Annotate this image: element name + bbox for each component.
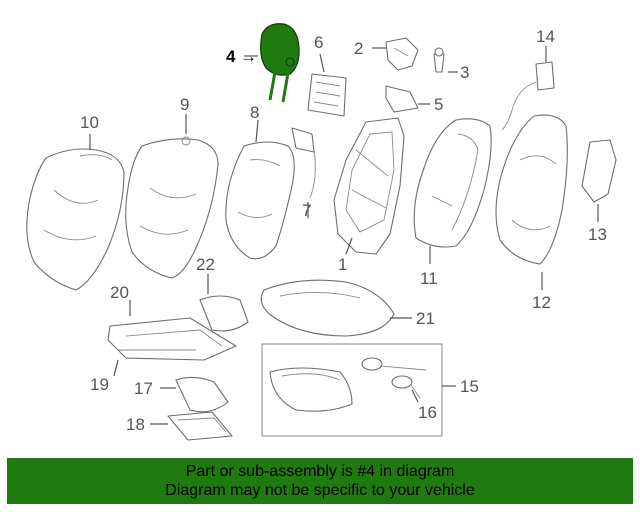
callout-9: 9 xyxy=(180,95,189,114)
callout-19: 19 xyxy=(90,375,109,394)
callout-17: 17 xyxy=(134,379,153,398)
callout-12: 12 xyxy=(532,293,551,312)
part-16-sensor[interactable] xyxy=(361,357,427,399)
callout-16: 16 xyxy=(418,403,437,422)
callout-5: 5 xyxy=(434,95,443,114)
part-22-bolster-pad[interactable] xyxy=(199,295,249,332)
leader-lines xyxy=(89,46,599,425)
part-2-mechanism[interactable] xyxy=(385,37,419,71)
callout-11: 11 xyxy=(420,269,438,288)
banner-line-2: Diagram may not be specific to your vehi… xyxy=(165,482,475,499)
callout-4-arrow: → xyxy=(240,47,257,66)
callout-8: 8 xyxy=(250,103,259,122)
callout-3: 3 xyxy=(460,63,469,82)
part-6-trim-panel[interactable] xyxy=(307,73,347,117)
callout-14: 14 xyxy=(536,27,555,46)
callout-6: 6 xyxy=(314,33,323,52)
part-1-seat-back-frame[interactable] xyxy=(333,117,405,255)
part-9-seat-back-pad[interactable] xyxy=(125,136,219,279)
callout-18: 18 xyxy=(126,415,145,434)
callout-20: 20 xyxy=(110,283,129,302)
part-14-cable[interactable] xyxy=(501,61,555,131)
callout-4: 4 xyxy=(226,47,236,66)
callout-7: 7 xyxy=(302,201,311,220)
part-4-headrest[interactable] xyxy=(260,23,300,103)
callout-10: 10 xyxy=(80,113,99,132)
part-8-seat-back-panel[interactable] xyxy=(225,141,295,260)
info-banner: Part or sub-assembly is #4 in diagram Di… xyxy=(7,458,633,504)
banner-line-1: Part or sub-assembly is #4 in diagram xyxy=(185,463,455,480)
part-12-back-cover[interactable] xyxy=(495,114,568,265)
callout-22: 22 xyxy=(196,255,215,274)
callout-1: 1 xyxy=(338,255,347,274)
part-15-cushion-assembly[interactable] xyxy=(261,343,443,437)
part-10-seat-back-cover[interactable] xyxy=(26,148,125,291)
part-5-bracket[interactable] xyxy=(385,85,419,113)
part-17-side-pad[interactable] xyxy=(175,376,229,413)
callout-15: 15 xyxy=(460,377,479,396)
part-13-side-panel[interactable] xyxy=(581,139,617,203)
callout-2: 2 xyxy=(354,39,363,58)
part-18-panel[interactable] xyxy=(167,411,233,441)
part-11-seat-back-shell[interactable] xyxy=(413,118,492,248)
part-3-pin[interactable] xyxy=(433,47,445,73)
parts-diagram: 4 → 10 9 8 6 2 3 5 14 13 1 11 12 7 22 21… xyxy=(26,23,617,441)
callout-21: 21 xyxy=(416,309,435,328)
part-20-cushion-frame[interactable] xyxy=(107,317,237,361)
part-21-seat-cushion[interactable] xyxy=(260,279,395,337)
part-7-bracket[interactable] xyxy=(291,127,316,199)
callout-13: 13 xyxy=(588,225,607,244)
